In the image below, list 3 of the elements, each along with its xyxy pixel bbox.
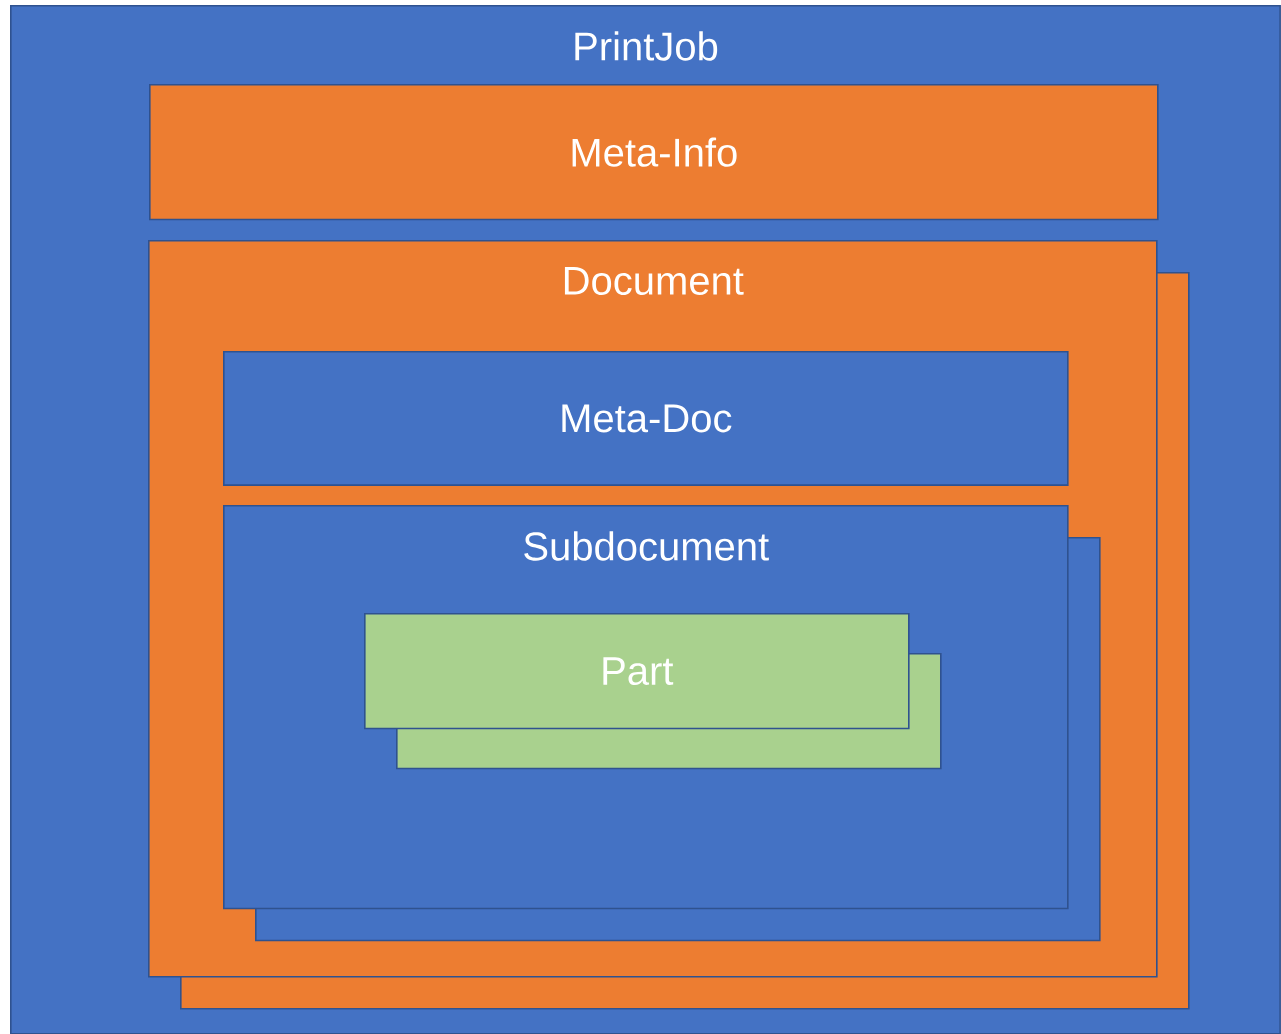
section-box: Meta-Info: [149, 84, 1159, 221]
section-box: Part: [364, 613, 910, 730]
section-box: Meta-Doc: [223, 351, 1069, 486]
